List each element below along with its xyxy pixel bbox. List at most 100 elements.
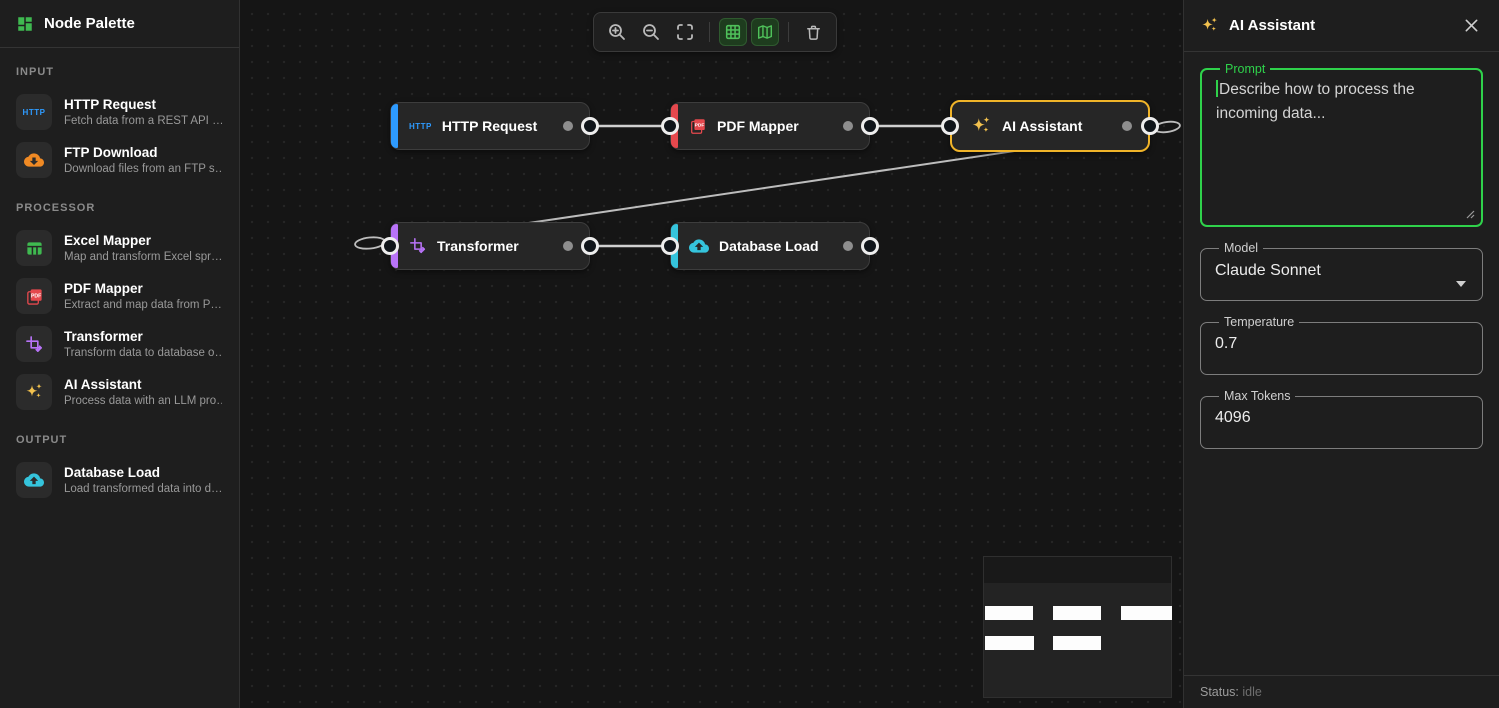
palette-item-ai-assistant[interactable]: AI Assistant Process data with an LLM pr…: [0, 368, 239, 416]
flow-canvas[interactable]: HTTP HTTP Request PDF PDF Mapper AI Assi…: [240, 0, 1183, 708]
crop-icon: [16, 326, 52, 362]
map-icon: [757, 25, 773, 39]
model-select[interactable]: Model Claude Sonnet: [1200, 241, 1483, 301]
max-tokens-label: Max Tokens: [1224, 389, 1291, 403]
output-port-database-load[interactable]: [861, 237, 879, 255]
minimap-node: [1053, 606, 1101, 620]
palette-item-name: Transformer: [64, 328, 143, 344]
node-status-dot: [1122, 121, 1132, 131]
toolbar-divider: [788, 22, 789, 42]
node-transformer[interactable]: Transformer: [390, 222, 590, 270]
minimap-node: [985, 636, 1034, 650]
zoom-out-button[interactable]: [636, 17, 666, 47]
palette-item-desc: Map and transform Excel spr…: [64, 251, 222, 264]
palette-item-name: Database Load: [64, 464, 161, 480]
fit-view-button[interactable]: [670, 17, 700, 47]
palette-item-name: FTP Download: [64, 144, 158, 160]
minimap[interactable]: [983, 556, 1172, 698]
input-port-database-load[interactable]: [661, 237, 679, 255]
toolbar-divider: [709, 22, 710, 42]
node-accent: [391, 104, 398, 148]
canvas-toolbar: [593, 12, 837, 52]
output-port-ai-assistant[interactable]: [1141, 117, 1159, 135]
input-port-ai-assistant[interactable]: [941, 117, 959, 135]
inspector-header: AI Assistant: [1184, 0, 1499, 52]
palette-item-name: HTTP Request: [64, 96, 157, 112]
node-status-dot: [843, 121, 853, 131]
node-pdf-mapper[interactable]: PDF PDF Mapper: [670, 102, 870, 150]
palette-item-database-load[interactable]: Database Load Load transformed data into…: [0, 456, 239, 504]
output-port-http-request[interactable]: [581, 117, 599, 135]
node-title: Database Load: [719, 238, 819, 254]
palette-logo-icon: [18, 16, 32, 31]
http-icon-label: HTTP: [22, 107, 46, 117]
minimap-node: [1053, 636, 1101, 650]
palette-item-http-request[interactable]: HTTP HTTP Request Fetch data from a REST…: [0, 88, 239, 136]
svg-text:PDF: PDF: [30, 293, 40, 299]
close-button[interactable]: [1459, 14, 1483, 38]
palette-item-pdf-mapper[interactable]: PDF PDF Mapper Extract and map data from…: [0, 272, 239, 320]
node-title: Transformer: [437, 238, 519, 254]
output-port-pdf-mapper[interactable]: [861, 117, 879, 135]
inspector-panel: AI Assistant Prompt Describe how to proc…: [1183, 0, 1499, 708]
close-icon: [1465, 19, 1477, 32]
resize-handle-icon[interactable]: [1464, 208, 1475, 219]
input-port-pdf-mapper[interactable]: [661, 117, 679, 135]
node-status-dot: [563, 121, 573, 131]
node-palette-sidebar: Node Palette INPUT HTTP HTTP Request Fet…: [0, 0, 240, 708]
chevron-down-icon: [1456, 281, 1466, 287]
node-title: PDF Mapper: [717, 118, 799, 134]
temperature-input[interactable]: [1215, 331, 1468, 353]
prompt-label-text: Prompt: [1225, 62, 1266, 76]
palette-item-desc: Load transformed data into d…: [64, 483, 222, 496]
section-label-processor: PROCESSOR: [16, 202, 96, 214]
minimap-mask: [984, 557, 1171, 583]
status-value: idle: [1242, 685, 1262, 699]
palette-item-transformer[interactable]: Transformer Transform data to database o…: [0, 320, 239, 368]
trash-icon: [806, 25, 820, 40]
delete-button[interactable]: [798, 17, 828, 47]
table-icon: [16, 230, 52, 266]
zoom-out-icon: [643, 24, 659, 40]
model-label: Model: [1224, 241, 1259, 255]
crop-icon: [410, 238, 426, 254]
palette-item-excel-mapper[interactable]: Excel Mapper Map and transform Excel spr…: [0, 224, 239, 272]
prompt-field[interactable]: Prompt Describe how to process the incom…: [1200, 62, 1483, 227]
sparkles-icon: [972, 116, 990, 133]
node-title: HTTP Request: [441, 118, 538, 134]
palette-item-desc: Process data with an LLM pro…: [64, 395, 222, 408]
node-ai-assistant[interactable]: AI Assistant: [950, 100, 1150, 152]
minimap-toggle-button[interactable]: [751, 18, 779, 46]
node-title: AI Assistant: [1002, 118, 1083, 134]
cloud-upload-icon: [16, 462, 52, 498]
grid-toggle-button[interactable]: [719, 18, 747, 46]
node-status-dot: [843, 241, 853, 251]
palette-item-desc: Fetch data from a REST API …: [64, 115, 222, 128]
output-port-transformer[interactable]: [581, 237, 599, 255]
input-port-transformer[interactable]: [381, 237, 399, 255]
node-http-request[interactable]: HTTP HTTP Request: [390, 102, 590, 150]
temperature-label: Temperature: [1224, 315, 1295, 329]
palette-item-name: AI Assistant: [64, 376, 142, 392]
http-icon: HTTP: [409, 121, 432, 131]
zoom-in-button[interactable]: [602, 17, 632, 47]
svg-text:PDF: PDF: [695, 123, 705, 129]
cloud-download-icon: [16, 142, 52, 178]
palette-item-ftp-download[interactable]: FTP Download Download files from an FTP …: [0, 136, 239, 184]
max-tokens-field[interactable]: Max Tokens: [1200, 389, 1483, 449]
section-label-input: INPUT: [16, 66, 54, 78]
status-label: Status:: [1200, 685, 1239, 699]
prompt-textarea[interactable]: Describe how to process the incoming dat…: [1216, 78, 1467, 126]
section-label-output: OUTPUT: [16, 434, 68, 446]
palette-item-name: Excel Mapper: [64, 232, 152, 248]
prompt-value: Describe how to process the incoming dat…: [1216, 81, 1415, 122]
model-value: Claude Sonnet: [1215, 262, 1321, 279]
palette-item-desc: Transform data to database o…: [64, 347, 222, 360]
grid-icon: [725, 24, 741, 40]
palette-header: Node Palette: [0, 0, 239, 48]
temperature-field[interactable]: Temperature: [1200, 315, 1483, 375]
max-tokens-input[interactable]: [1215, 405, 1468, 427]
palette-item-desc: Extract and map data from P…: [64, 299, 222, 312]
pdf-icon: PDF: [16, 278, 52, 314]
node-database-load[interactable]: Database Load: [670, 222, 870, 270]
